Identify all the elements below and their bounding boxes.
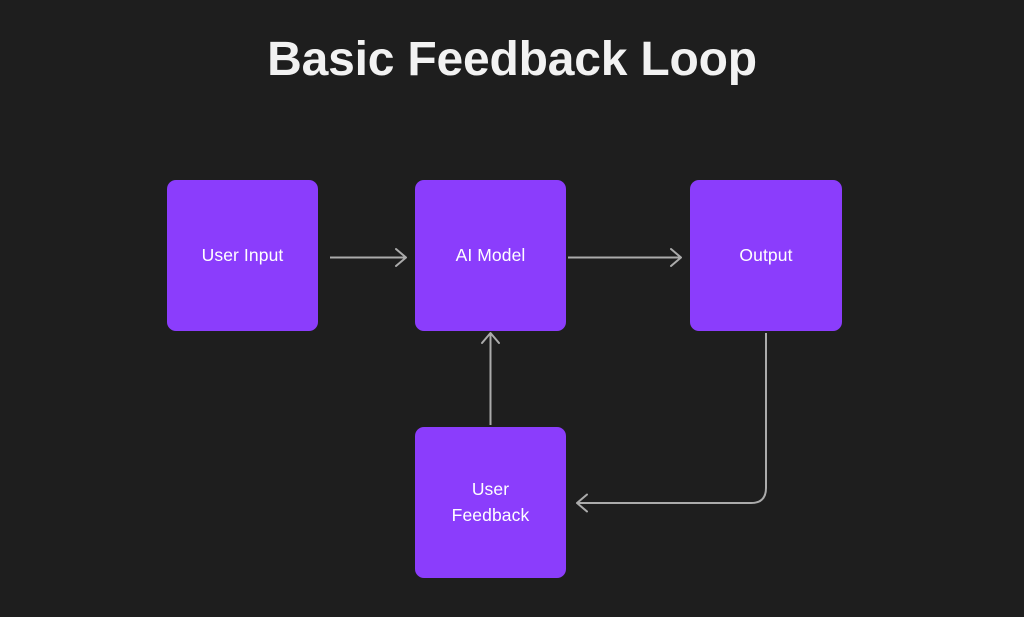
- node-output-label: Output: [739, 244, 793, 265]
- node-user-feedback[interactable]: User Feedback: [415, 427, 566, 578]
- node-user-input-label: User Input: [201, 244, 284, 265]
- node-user-feedback-label: User Feedback: [451, 479, 530, 525]
- node-ai-model[interactable]: AI Model: [415, 180, 566, 331]
- edge-user-input-to-ai-model: [330, 248, 407, 267]
- node-output[interactable]: Output: [690, 180, 842, 331]
- page-title: Basic Feedback Loop: [267, 33, 757, 86]
- edge-user-feedback-to-ai-model: [481, 332, 500, 425]
- node-ai-model-label: AI Model: [455, 244, 526, 265]
- edge-ai-model-to-output: [568, 248, 682, 267]
- edge-output-to-user-feedback: [576, 333, 767, 513]
- node-user-input[interactable]: User Input: [167, 180, 318, 331]
